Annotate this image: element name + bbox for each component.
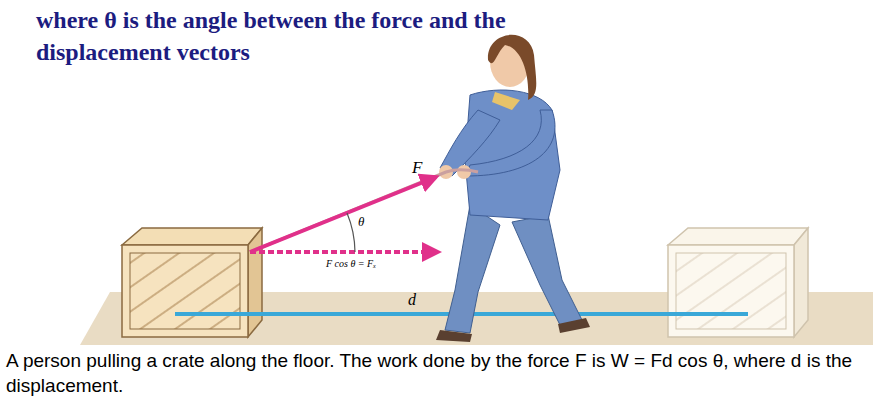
component-label: F cos θ = Fₓ: [326, 258, 376, 269]
crate: [122, 228, 262, 337]
rope: [250, 170, 478, 252]
person: [436, 35, 590, 342]
crate-displaced: [668, 228, 808, 337]
force-label: F: [412, 158, 422, 178]
angle-arc: [347, 213, 355, 252]
force-vector: [250, 177, 436, 252]
force-component: [250, 250, 438, 254]
caption: A person pulling a crate along the floor…: [6, 349, 868, 398]
displacement-label: d: [408, 291, 416, 309]
heading: where θ is the angle between the force a…: [36, 4, 606, 69]
angle-label: θ: [358, 214, 364, 230]
